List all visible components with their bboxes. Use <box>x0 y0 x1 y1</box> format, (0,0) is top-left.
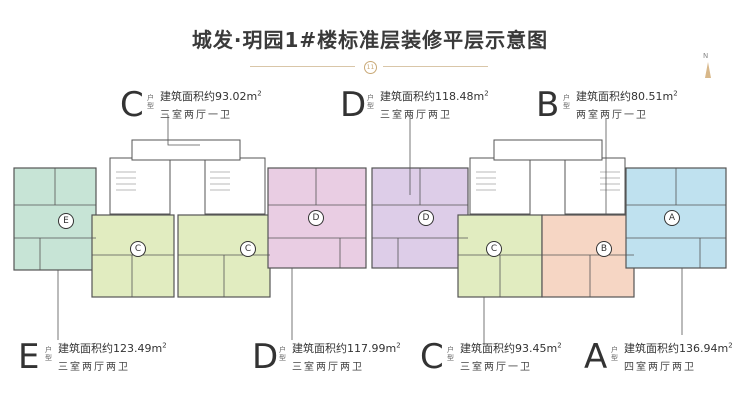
unit-area: 建筑面积约123.49m2 <box>58 341 167 355</box>
compass-arrow <box>705 62 711 78</box>
north-compass-icon: N <box>700 52 714 82</box>
unit-area: 建筑面积约80.51m2 <box>576 89 678 103</box>
plan-marker-d2: D <box>418 210 434 226</box>
unit-rooms: 四室两厅两卫 <box>624 362 696 373</box>
unit-rooms: 三室两厅两卫 <box>58 362 130 373</box>
unit-b-fill <box>541 214 635 298</box>
unit-area: 建筑面积约117.99m2 <box>292 341 401 355</box>
plan-marker-a: A <box>664 210 680 226</box>
unit-rooms: 三室两厅两卫 <box>292 362 364 373</box>
unit-rooms: 三室两厅一卫 <box>160 110 232 121</box>
unit-letter: A <box>584 337 608 377</box>
plan-marker-c3: C <box>486 241 502 257</box>
unit-rooms: 两室两厅一卫 <box>576 110 648 121</box>
unit-area: 建筑面积约93.02m2 <box>160 89 262 103</box>
leader-lines <box>57 115 683 345</box>
interior-walls <box>14 168 726 297</box>
core-right <box>469 139 626 215</box>
page-title: 城发·玥园1#楼标准层装修平层示意图 <box>191 28 549 52</box>
stair-lines <box>116 171 620 191</box>
unit-c1-fill <box>91 214 175 298</box>
unit-letter: C <box>120 85 144 125</box>
unit-rooms: 三室两厅一卫 <box>460 362 532 373</box>
title-badge: 11 <box>364 61 377 74</box>
title-divider-left <box>250 66 355 67</box>
unit-letter: B <box>536 85 560 125</box>
plan-marker-d1: D <box>308 210 324 226</box>
unit-tag: 户型 <box>563 94 570 110</box>
unit-tag: 户型 <box>367 94 374 110</box>
plan-marker-b: B <box>596 241 612 257</box>
plan-marker-c2: C <box>240 241 256 257</box>
unit-tag: 户型 <box>611 346 618 362</box>
unit-letter: E <box>18 337 40 377</box>
unit-area: 建筑面积约93.45m2 <box>460 341 562 355</box>
plan-marker-e: E <box>58 213 74 229</box>
unit-area: 建筑面积约118.48m2 <box>380 89 489 103</box>
unit-letter: D <box>252 337 279 377</box>
plan-marker-c1: C <box>130 241 146 257</box>
unit-letter: D <box>340 85 367 125</box>
unit-tag: 户型 <box>447 346 454 362</box>
unit-rooms: 三室两厅两卫 <box>380 110 452 121</box>
core-left <box>109 139 266 215</box>
unit-letter: C <box>420 337 444 377</box>
unit-area: 建筑面积约136.94m2 <box>624 341 733 355</box>
compass-label: N <box>703 52 709 60</box>
title-divider-right <box>383 66 488 67</box>
unit-tag: 户型 <box>147 94 154 110</box>
unit-tag: 户型 <box>45 346 52 362</box>
unit-tag: 户型 <box>279 346 286 362</box>
